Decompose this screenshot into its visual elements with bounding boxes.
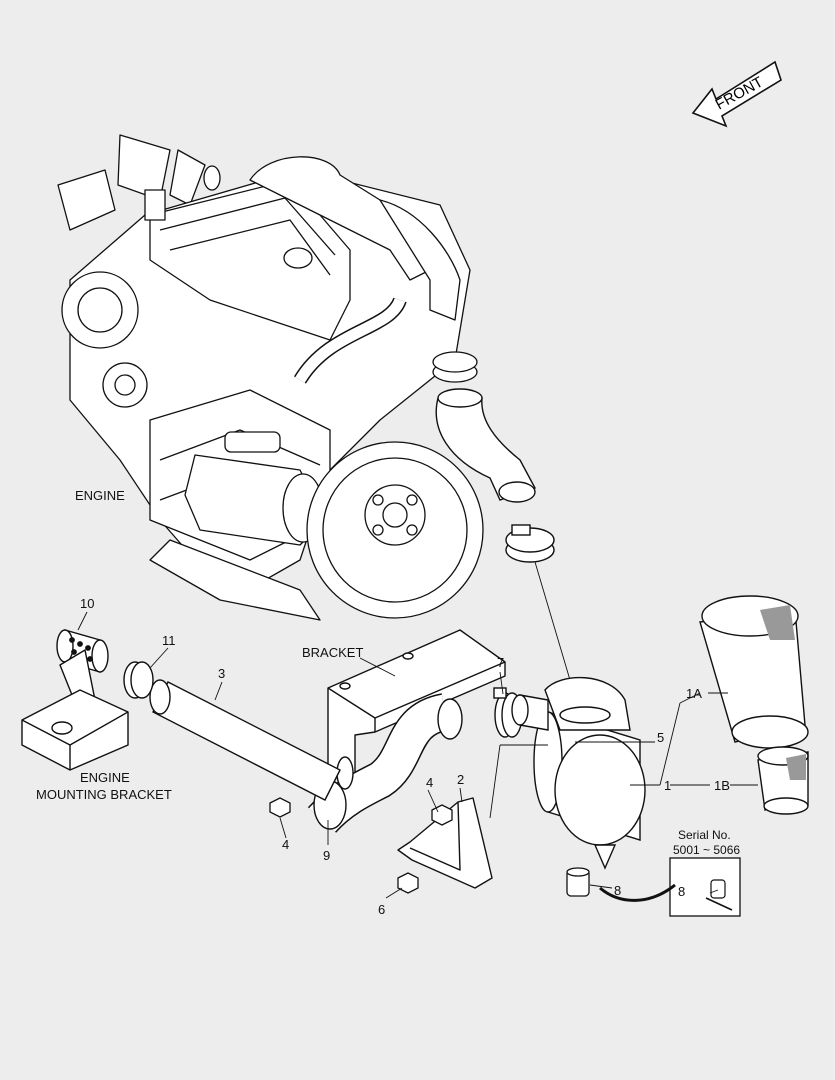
leader-lines: [77, 611, 758, 899]
bolt-6: [397, 872, 419, 894]
serial-variant-box: [669, 857, 741, 917]
serial-callout-8: 8: [678, 884, 686, 899]
intake-elbow-pipe: [435, 388, 537, 503]
callout-10: 10: [80, 596, 95, 611]
air-cleaner-assembly: [511, 676, 646, 870]
callout-1: 1: [664, 778, 672, 793]
serial-pointer-arrow: [599, 883, 676, 902]
callout-1a: 1A: [686, 686, 702, 701]
straight-intake-pipe: [149, 679, 341, 801]
callout-5: 5: [657, 730, 665, 745]
hose-clamp-rain-cap: [123, 661, 154, 699]
support-bracket: [397, 797, 493, 889]
outer-filter-element: [699, 595, 809, 749]
callout-1b: 1B: [714, 778, 730, 793]
engine-mounting-bracket-label-line1: ENGINE: [80, 770, 130, 785]
engine-mounting-bracket-label-line2: MOUNTING BRACKET: [36, 787, 172, 802]
callout-3: 3: [218, 666, 226, 681]
bolt-4-left: [269, 797, 291, 818]
inner-filter-element: [757, 746, 809, 815]
hose-clamp-upper: [505, 524, 555, 563]
serial-range: 5001 ~ 5066: [673, 843, 741, 857]
engine-label: ENGINE: [75, 488, 125, 503]
callout-4-left: 4: [282, 837, 290, 852]
dust-valve: [566, 867, 590, 897]
callout-7: 7: [497, 655, 505, 670]
engine-mounting-bracket: [21, 649, 129, 771]
callout-2: 2: [457, 772, 465, 787]
callout-9: 9: [323, 848, 331, 863]
callout-11: 11: [162, 633, 176, 648]
front-arrow: FRONT: [691, 60, 782, 128]
serial-title: Serial No.: [678, 828, 731, 842]
callout-6: 6: [378, 902, 386, 917]
engine-illustration: [57, 134, 484, 621]
callout-8: 8: [614, 883, 622, 898]
bolt-4-right: [431, 804, 453, 826]
callout-4-right: 4: [426, 775, 434, 790]
bracket-label: BRACKET: [302, 645, 364, 660]
